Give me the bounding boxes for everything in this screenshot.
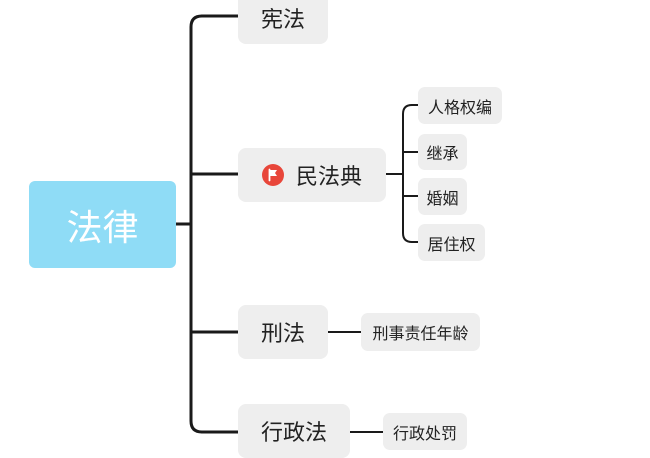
subtopic-hunyin[interactable]: 婚姻 <box>418 178 467 215</box>
topic-xingzhengfa[interactable]: 行政法 <box>238 404 350 458</box>
subtopic-juzhuquan[interactable]: 居住权 <box>418 224 485 261</box>
connector-minfadian-subtrunk <box>402 104 413 243</box>
topic-minfadian[interactable]: 民法典 <box>238 148 386 202</box>
topic-xianfa[interactable]: 宪法 <box>238 0 328 44</box>
root-node[interactable]: 法律 <box>29 181 176 268</box>
connector-trunk <box>189 14 204 434</box>
subtopic-xingshizerennianling[interactable]: 刑事责任年龄 <box>361 313 480 351</box>
subtopic-jicheng[interactable]: 继承 <box>418 134 467 170</box>
topic-xingfa[interactable]: 刑法 <box>238 305 328 359</box>
red-flag-icon <box>261 164 284 186</box>
topic-minfadian-label: 民法典 <box>295 165 362 190</box>
subtopic-renggequanbian[interactable]: 人格权编 <box>418 87 502 124</box>
subtopic-xingzhengchufa[interactable]: 行政处罚 <box>383 413 467 450</box>
